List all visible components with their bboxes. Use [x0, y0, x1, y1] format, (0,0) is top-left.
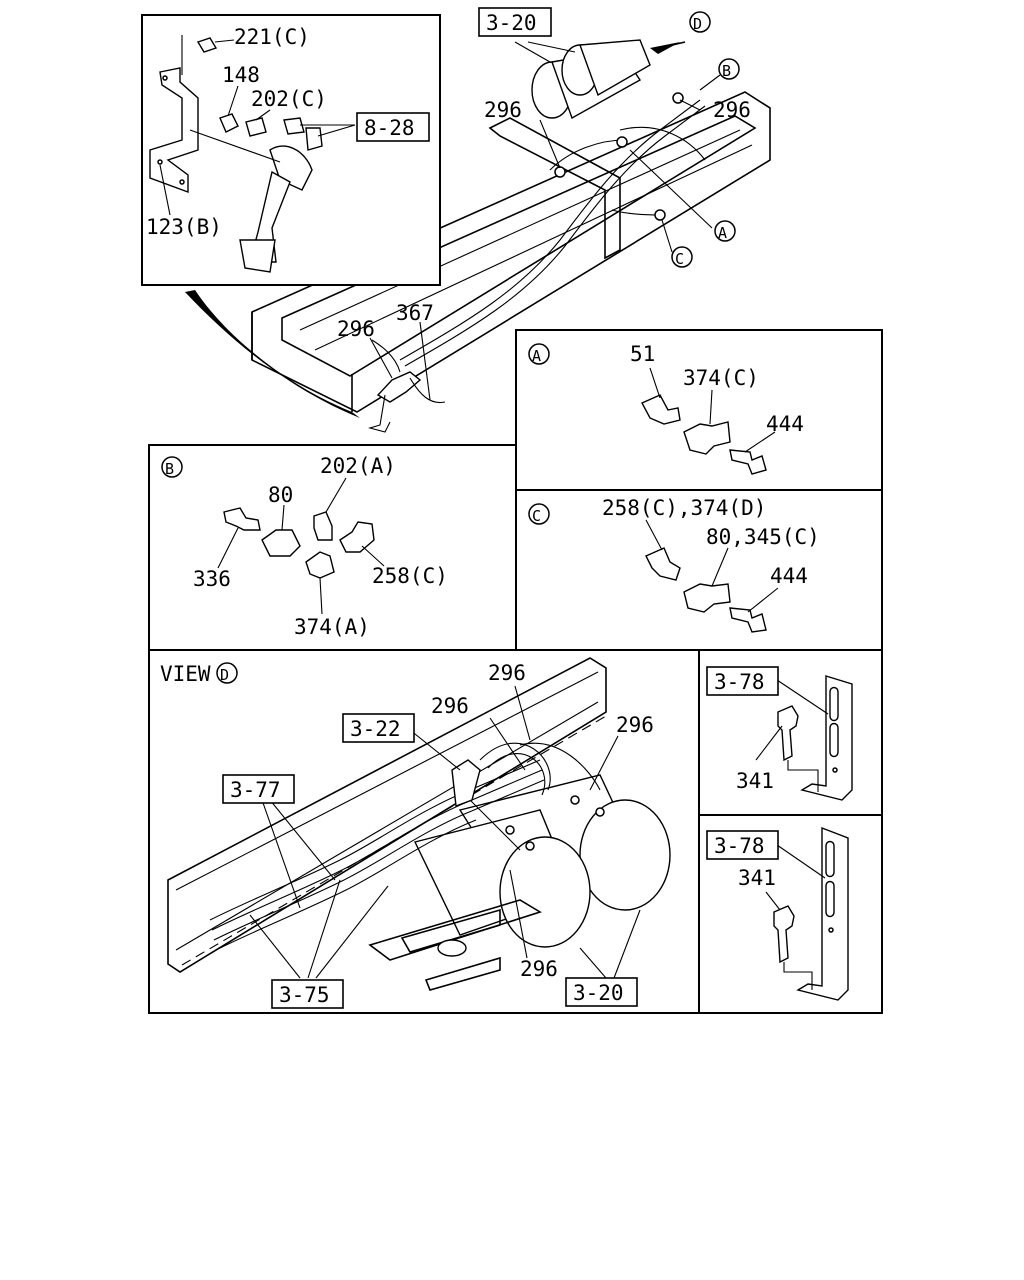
label-148: 148	[222, 63, 260, 87]
label-296-view-d-mid: 296	[431, 694, 469, 718]
mark-c-letter: C	[675, 250, 684, 268]
panel-c	[515, 489, 883, 651]
ref-3-78-box-1	[706, 666, 779, 696]
inset-pointer	[185, 290, 360, 418]
label-221c: 221(C)	[234, 25, 310, 49]
mark-c-circle	[671, 246, 693, 268]
mark-b-circle	[718, 58, 740, 80]
ref-8-28-box	[356, 112, 430, 142]
mark-b-letter: B	[722, 62, 731, 80]
label-336: 336	[193, 567, 231, 591]
view-d-marker	[689, 11, 711, 33]
ref-3-77: 3-77	[230, 778, 281, 802]
label-80-345c: 80,345(C)	[706, 525, 820, 549]
air-tanks-view-d	[413, 774, 671, 948]
panel-a	[515, 329, 883, 491]
view-d-letter: D	[693, 15, 702, 33]
label-296-view-d-right: 296	[616, 713, 654, 737]
panel-c-letter: C	[532, 507, 541, 525]
chassis-overview	[251, 39, 771, 433]
label-202a: 202(A)	[320, 454, 396, 478]
air-tank-top	[531, 39, 651, 120]
panel-a-letter: A	[532, 347, 541, 365]
ref-8-28: 8-28	[364, 116, 415, 140]
panel-b-letter: B	[165, 460, 174, 478]
label-202c: 202(C)	[251, 87, 327, 111]
label-374c: 374(C)	[683, 366, 759, 390]
ref-3-20-box	[478, 7, 552, 37]
label-341-2: 341	[738, 866, 776, 890]
label-258c: 258(C)	[372, 564, 448, 588]
ref-3-20-box-view-d	[565, 977, 638, 1007]
label-258c-374d: 258(C),374(D)	[602, 496, 766, 520]
ref-3-78-2: 3-78	[714, 834, 765, 858]
mark-a-letter: A	[718, 224, 727, 242]
label-51: 51	[630, 342, 655, 366]
label-296-top-right: 296	[713, 98, 751, 122]
label-367: 367	[396, 301, 434, 325]
ref-3-78-box-2	[706, 830, 779, 860]
ref-3-78-1: 3-78	[714, 670, 765, 694]
ref-3-22-box	[342, 713, 415, 743]
label-296-view-d-top: 296	[488, 661, 526, 685]
bracket-panel-2	[698, 814, 883, 1014]
bracket-panel-1	[698, 649, 883, 816]
label-296-view-d-bottom: 296	[520, 957, 558, 981]
label-123b: 123(B)	[146, 215, 222, 239]
label-444-c: 444	[770, 564, 808, 588]
label-296-top-left: 296	[484, 98, 522, 122]
label-80-b: 80	[268, 483, 293, 507]
mark-a-circle	[714, 220, 736, 242]
ref-3-75: 3-75	[279, 983, 330, 1007]
ref-3-20-view-d: 3-20	[573, 981, 624, 1005]
ref-3-20-top: 3-20	[486, 11, 537, 35]
label-374a: 374(A)	[294, 615, 370, 639]
view-d-title: VIEW	[160, 662, 211, 686]
label-296-front: 296	[337, 317, 375, 341]
ref-3-22: 3-22	[350, 717, 401, 741]
label-341-1: 341	[736, 769, 774, 793]
ref-3-75-box	[271, 979, 344, 1009]
label-444-a: 444	[766, 412, 804, 436]
ref-3-77-box	[222, 774, 295, 804]
view-d-panel	[148, 649, 700, 1014]
view-d-title-letter: D	[220, 666, 229, 684]
horn-inset	[141, 14, 441, 286]
